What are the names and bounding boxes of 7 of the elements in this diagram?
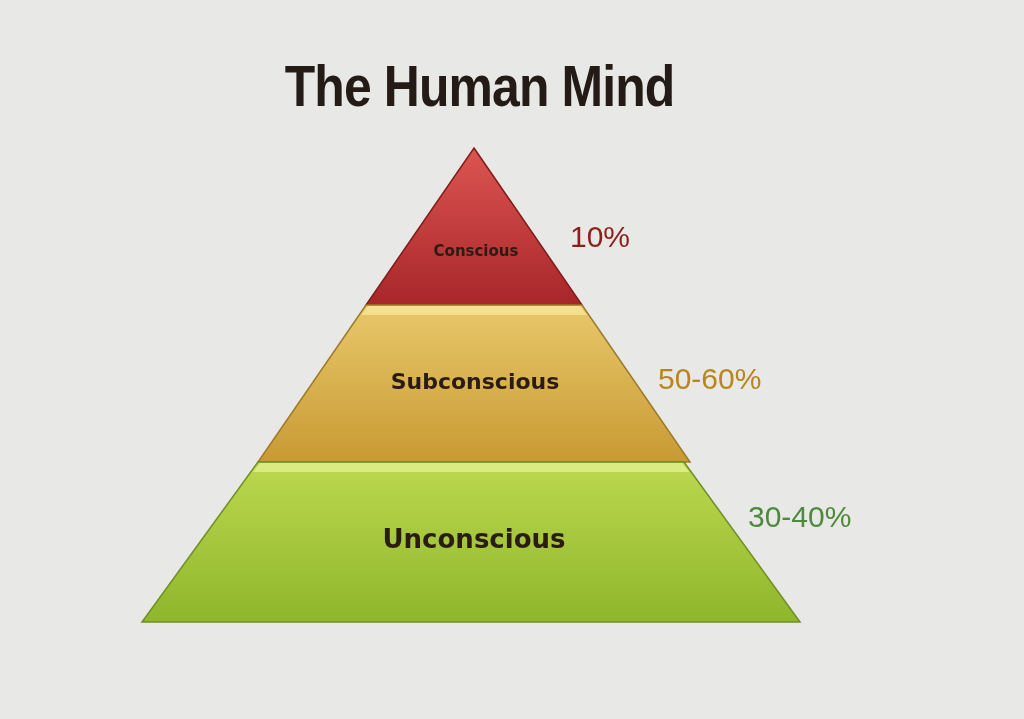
tier-label: Subconscious [390,369,560,394]
percentage-label: 10% [570,220,631,254]
diagram-title: The Human Mind [285,52,675,119]
tier-label: Unconscious [382,524,566,554]
tier-label: Conscious [433,242,519,260]
percentage-label: 50-60% [658,362,762,396]
percentage-label: 30-40% [748,500,852,534]
